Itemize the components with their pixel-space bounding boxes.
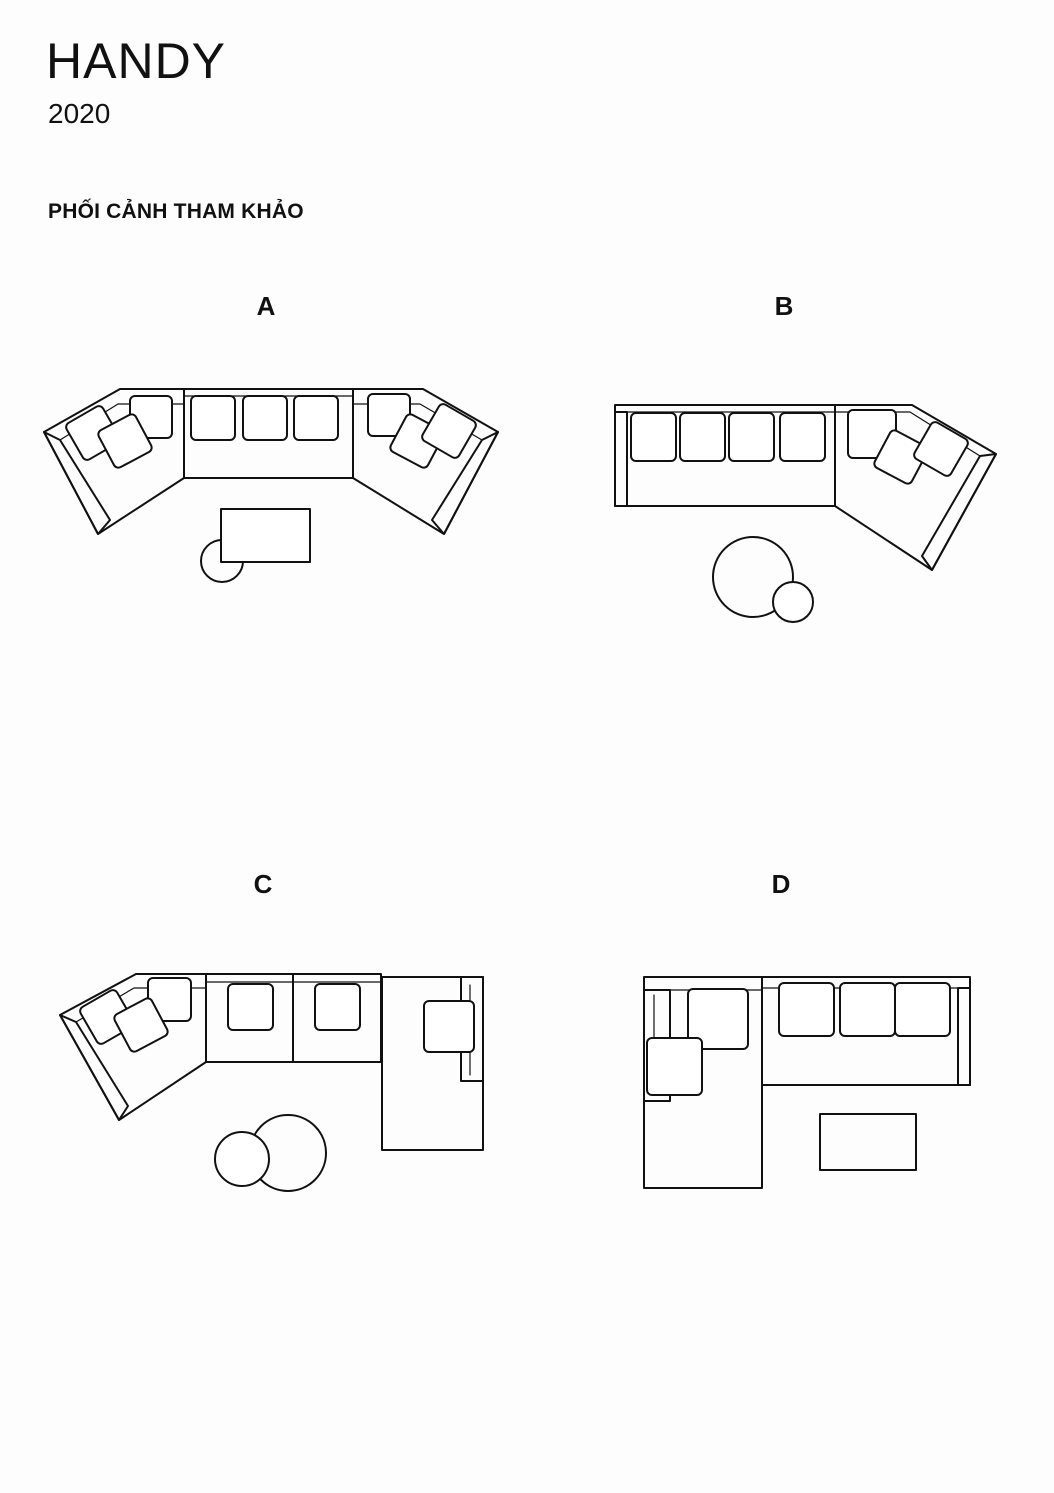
cushion: [779, 412, 826, 462]
sofa-a-left-arm: [43, 431, 111, 535]
round-table-small: [214, 1131, 270, 1187]
sofa-c-left-arm: [59, 1014, 129, 1121]
cushion: [894, 982, 951, 1037]
cushion: [314, 983, 361, 1031]
sofa-b-right-arm: [921, 453, 997, 571]
cushion: [293, 395, 339, 441]
sofa-a-right-arm: [431, 431, 499, 535]
cushion: [97, 413, 153, 469]
layout-a-plan: [43, 388, 499, 583]
sofa-b-left-arm: [614, 411, 628, 507]
coffee-table: [220, 508, 311, 563]
layout-c-plan: [59, 973, 484, 1192]
cushion: [687, 988, 749, 1050]
layout-d-plan: [643, 976, 971, 1189]
cushion: [190, 395, 236, 441]
layout-a-label: A: [256, 291, 276, 321]
round-table-large: [712, 536, 794, 618]
layout-c-label: C: [253, 869, 273, 899]
layout-b-label: B: [774, 291, 794, 321]
cushion: [839, 982, 896, 1037]
cushion: [778, 982, 835, 1037]
cushion: [646, 1037, 703, 1096]
cushion: [421, 403, 477, 459]
cushion: [423, 1000, 475, 1053]
page-title: HANDY: [46, 33, 227, 89]
round-table-small: [772, 581, 814, 623]
section-title: PHỐI CẢNH THAM KHẢO: [48, 200, 304, 223]
cushion: [242, 395, 288, 441]
cushion: [227, 983, 274, 1031]
layout-b-plan: [614, 404, 997, 623]
cushion: [630, 412, 677, 462]
cushion: [113, 997, 169, 1053]
cushion: [913, 421, 969, 477]
sofa-d-right-arm: [957, 987, 971, 1086]
layout-d-label: D: [771, 869, 791, 899]
year-label: 2020: [48, 98, 111, 129]
coffee-table: [819, 1113, 917, 1171]
cushion: [679, 412, 726, 462]
cushion: [728, 412, 775, 462]
cushion: [873, 429, 929, 485]
